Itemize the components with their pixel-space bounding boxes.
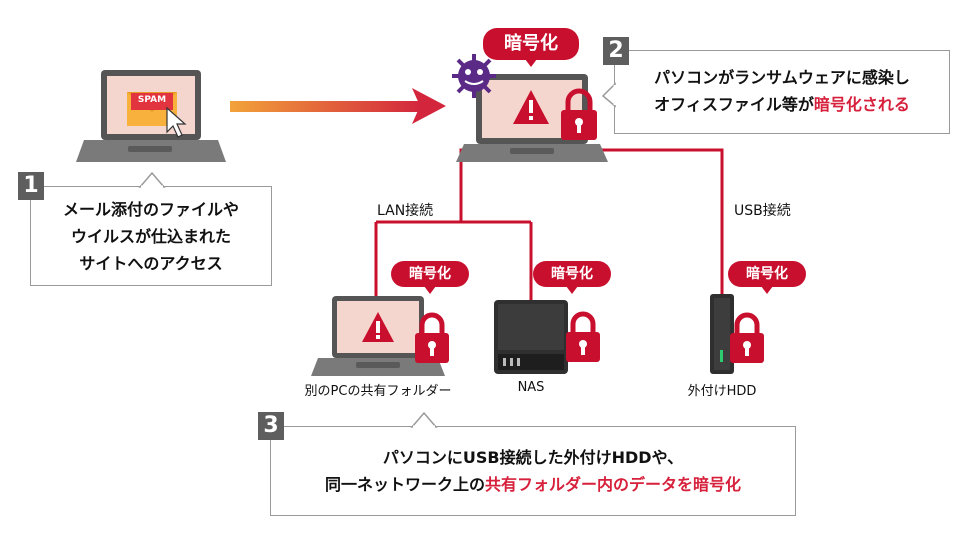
step-1-line-1: メール添付のファイルや <box>62 200 239 219</box>
spam-label: SPAM <box>137 95 167 105</box>
step-2-line-1: パソコンがランサムウェアに感染し <box>654 68 910 87</box>
warning-icon <box>513 90 549 124</box>
lock-icon <box>561 88 597 140</box>
step-3-text: パソコンにUSB接続した外付けHDDや、 同一ネットワーク上の共有フォルダー内の… <box>274 444 792 498</box>
warning-icon <box>362 312 394 342</box>
nas-icon <box>494 300 568 374</box>
step-3-line-2-highlight: 共有フォルダー内のデータを暗号化 <box>485 475 742 494</box>
step-3-number: 3 <box>258 412 284 440</box>
device-label-nas: NAS <box>517 380 545 395</box>
step-2-number: 2 <box>603 37 629 65</box>
virus-icon <box>452 54 496 98</box>
step-2-line-2-plain: オフィスファイル等が <box>654 95 814 114</box>
step-2-line-2: オフィスファイル等が暗号化される <box>618 91 946 118</box>
step-3-line-1: パソコンにUSB接続した外付けHDDや、 <box>382 448 684 467</box>
step-3-callout <box>270 426 796 516</box>
lock-icon <box>566 311 600 362</box>
step-1-text: メール添付のファイルや ウイルスが仕込まれた サイトへのアクセス <box>34 196 268 277</box>
step-1-callout <box>30 186 272 286</box>
cursor-icon <box>166 106 187 138</box>
device-label-pc: 別のPCの共有フォルダー <box>304 384 452 399</box>
infection-arrow <box>230 88 446 124</box>
device-label-hdd: 外付けHDD <box>687 384 757 399</box>
encrypt-badge-hdd: 暗号化 <box>728 261 806 294</box>
encrypt-badge-nas: 暗号化 <box>533 261 611 294</box>
step-1-number: 1 <box>18 172 44 200</box>
step-3-line-2-plain: 同一ネットワーク上の <box>324 475 485 494</box>
step-1-line-2: ウイルスが仕込まれた <box>70 227 231 246</box>
usb-connection-label: USB接続 <box>734 203 791 219</box>
step-1-line-3: サイトへのアクセス <box>79 254 223 273</box>
step-3-line-2: 同一ネットワーク上の共有フォルダー内のデータを暗号化 <box>274 471 792 498</box>
lan-connection-label: LAN接続 <box>377 203 434 219</box>
lock-icon <box>415 312 449 363</box>
encrypt-badge-main: 暗号化 <box>483 28 579 67</box>
lock-icon <box>730 312 764 363</box>
encrypt-badge-pc: 暗号化 <box>391 261 469 294</box>
network-lines <box>374 148 724 300</box>
step-2-callout <box>614 50 950 134</box>
step-2-text: パソコンがランサムウェアに感染し オフィスファイル等が暗号化される <box>618 64 946 118</box>
hdd-icon <box>710 294 734 374</box>
step-2-line-2-highlight: 暗号化される <box>813 95 910 114</box>
